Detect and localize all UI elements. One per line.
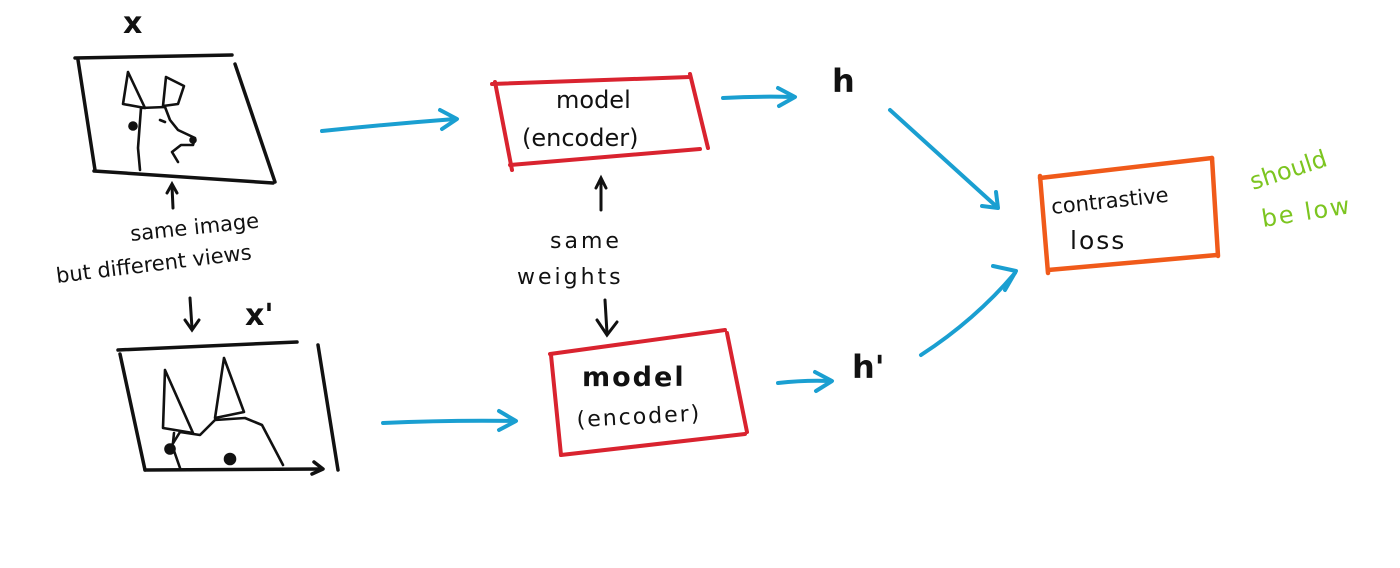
model-bottom-label-line1: model <box>582 362 686 393</box>
weights-arrow-down <box>595 298 619 338</box>
dog-head-icon <box>121 70 197 172</box>
image-x-frame <box>73 53 277 185</box>
image-x-prime-frame <box>116 340 340 476</box>
loss-label-line2: loss <box>1070 226 1126 255</box>
model-bottom-label-line2: (encoder) <box>576 401 702 432</box>
label-x-bottom: x' <box>245 298 274 333</box>
dog-ears-closeup-icon <box>161 356 285 470</box>
arrow-h-to-loss <box>888 108 1000 210</box>
views-label-line2: but different views <box>55 240 253 288</box>
note-line2: be low <box>1260 191 1354 233</box>
note-line1: should <box>1246 145 1330 196</box>
model-top-box <box>490 72 710 172</box>
loss-box <box>1037 155 1221 276</box>
views-arrow-down <box>183 296 201 333</box>
weights-label-line1: same <box>550 229 622 254</box>
weights-arrow-up <box>594 174 608 212</box>
arrow-h-prime-to-loss <box>919 264 1018 357</box>
label-h-bottom: h' <box>852 348 885 386</box>
arrow-model-to-h <box>721 86 797 108</box>
arrow-x-to-model <box>320 108 459 133</box>
label-h-top: h <box>832 62 855 100</box>
model-top-label-line2: (encoder) <box>522 124 638 152</box>
weights-label-line2: weights <box>517 265 624 290</box>
arrow-x-prime-to-model <box>381 409 518 432</box>
arrow-model-to-h-prime <box>776 370 834 393</box>
loss-label-line1: contrastive <box>1050 183 1170 219</box>
model-bottom-box <box>548 328 749 457</box>
model-top-label-line1: model <box>556 86 631 114</box>
views-arrow-up <box>165 180 179 210</box>
label-x-top: x <box>123 6 142 41</box>
